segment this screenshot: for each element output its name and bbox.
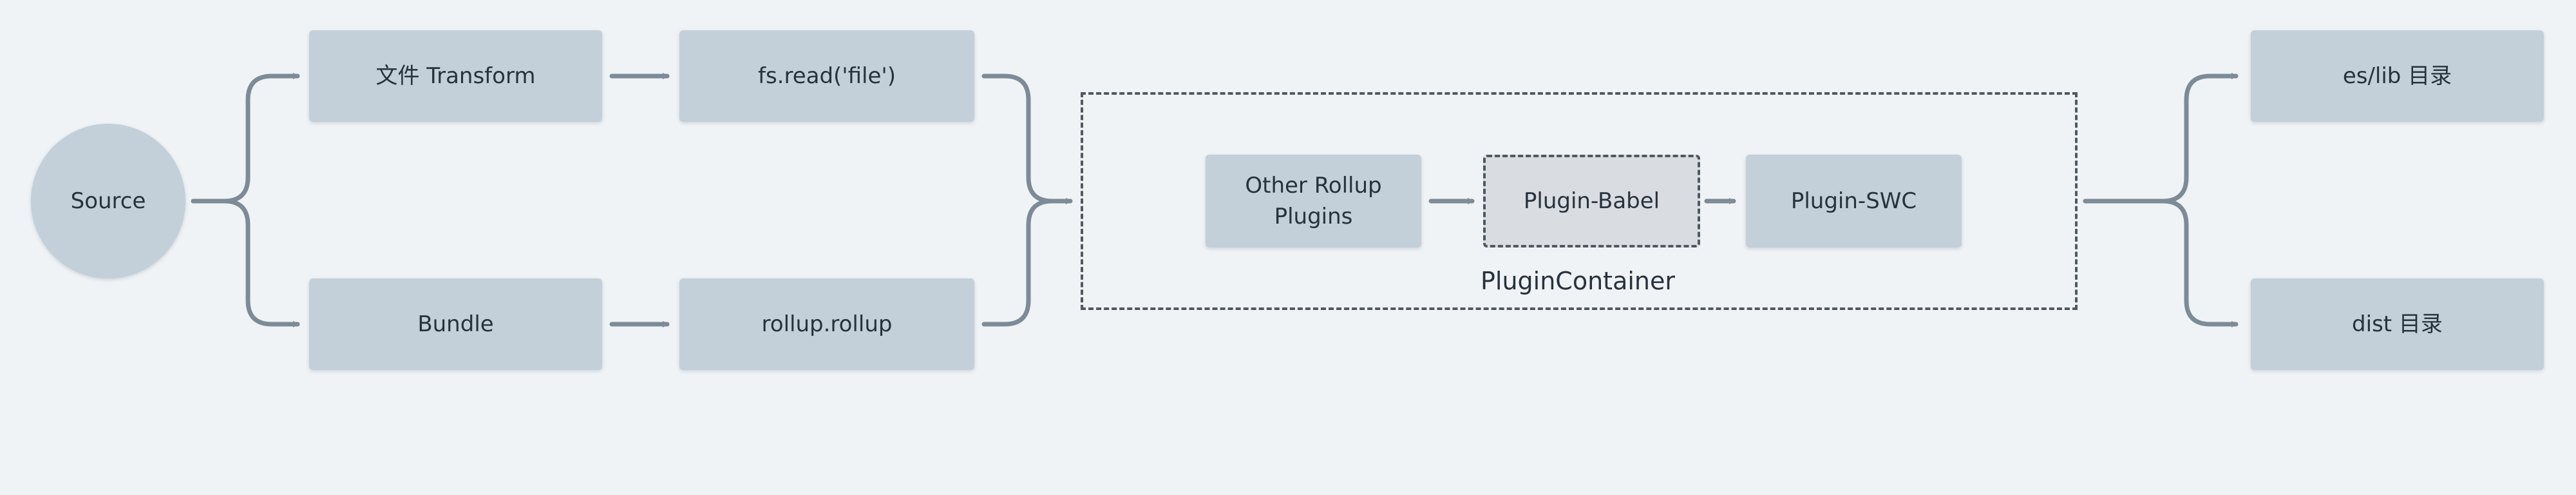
node-other-rollup-plugins-line1: Other Rollup (1245, 173, 1382, 199)
node-fs-read-label: fs.read('file') (757, 63, 896, 89)
node-rollup-rollup: rollup.rollup (679, 278, 974, 370)
edge-source-bundle (222, 199, 300, 327)
plugin-container-label: PluginContainer (1480, 267, 1675, 295)
node-bundle: Bundle (309, 278, 602, 370)
node-fs-read: fs.read('file') (679, 30, 974, 122)
edge-container-eslib (2083, 73, 2239, 204)
node-file-transform-label: 文件 Transform (375, 63, 536, 89)
node-es-lib: es/lib 目录 (2251, 30, 2544, 122)
node-source: Source (31, 124, 185, 278)
node-plugin-swc: Plugin-SWC (1746, 155, 1962, 248)
node-other-rollup-plugins: Other Rollup Plugins (1206, 155, 1421, 248)
node-source-label: Source (70, 188, 146, 214)
plugin-container-box (1081, 92, 2078, 310)
node-bundle-label: Bundle (417, 311, 494, 337)
node-es-lib-label: es/lib 目录 (2342, 63, 2452, 89)
node-plugin-babel-label: Plugin-Babel (1523, 188, 1660, 214)
node-plugin-swc-label: Plugin-SWC (1790, 188, 1917, 214)
node-dist-label: dist 目录 (2352, 311, 2443, 337)
node-plugin-babel: Plugin-Babel (1483, 155, 1700, 248)
node-dist: dist 目录 (2251, 278, 2544, 370)
edge-fsread-container (981, 73, 1073, 204)
edge-rollup-container (981, 199, 1055, 327)
node-file-transform: 文件 Transform (309, 30, 602, 122)
node-rollup-rollup-label: rollup.rollup (761, 311, 893, 337)
node-other-rollup-plugins-line2: Plugins (1274, 204, 1353, 229)
edge-container-dist (2160, 199, 2239, 327)
edge-source-split (191, 73, 300, 204)
